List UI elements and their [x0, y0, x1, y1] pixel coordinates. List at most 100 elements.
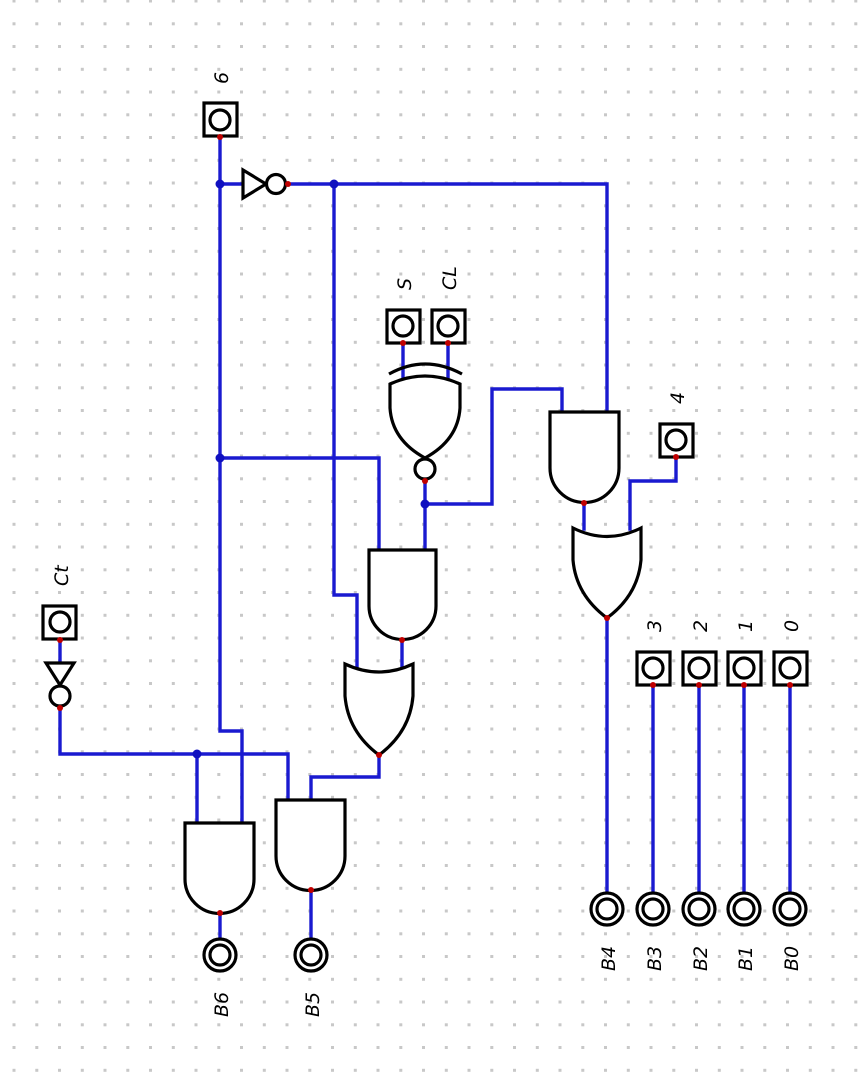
grid-dot [672, 886, 676, 890]
grid-dot [808, 477, 812, 481]
input-pin-4[interactable]: 4 [658, 392, 695, 459]
grid-dot [717, 750, 721, 754]
input-pin-0[interactable]: 0 [772, 620, 809, 687]
grid-dot [58, 363, 61, 367]
or-gate-middle[interactable] [343, 661, 415, 757]
grid-dot [194, 272, 198, 276]
grid-dot [513, 773, 516, 776]
and-gate-middle[interactable] [367, 548, 438, 642]
xnor-gate[interactable] [388, 362, 463, 481]
and-gate-top-right[interactable] [548, 410, 621, 505]
grid-dot [854, 22, 858, 26]
grid-dot [763, 636, 767, 640]
grid-dot [353, 955, 357, 958]
wire-pin6-to-and-mid[interactable] [218, 456, 381, 552]
input-pin-2[interactable]: 2 [681, 620, 718, 687]
output-pin-b2[interactable]: B2 [681, 891, 717, 971]
grid-dot [80, 90, 84, 94]
grid-dot [80, 45, 84, 48]
input-pin-1[interactable]: 1 [726, 620, 763, 687]
grid-dot [353, 977, 357, 981]
grid-dot [695, 318, 698, 321]
output-pin-b4[interactable]: B4 [589, 891, 625, 971]
grid-dot [308, 1000, 312, 1004]
output-pin-b0[interactable]: B0 [772, 891, 808, 971]
pin-label: B2 [690, 946, 712, 971]
grid-dot [535, 1046, 539, 1049]
grid-dot [581, 204, 585, 208]
grid-dot [285, 204, 289, 208]
grid-dot [467, 750, 471, 754]
grid-dot [808, 431, 812, 435]
input-pin-s[interactable]: S [385, 278, 422, 345]
wire-not6-to-or-mid[interactable] [332, 182, 359, 668]
input-pin-ct[interactable]: Ct [41, 564, 78, 641]
grid-dot [12, 841, 16, 845]
grid-dot [12, 886, 16, 890]
grid-dot [717, 409, 721, 412]
grid-dot [126, 363, 130, 367]
grid-dot [285, 886, 289, 890]
output-pin-b1[interactable]: B1 [726, 891, 762, 971]
grid-dot [467, 636, 471, 640]
grid-dot [672, 295, 676, 299]
grid-dot [808, 773, 812, 776]
grid-dot [444, 864, 448, 867]
grid-dot [695, 409, 698, 412]
grid-dot [12, 431, 16, 435]
grid-dot [35, 90, 39, 94]
grid-dot [513, 522, 516, 526]
grid-dot [149, 773, 152, 776]
grid-dot [126, 545, 130, 549]
output-pin-b3[interactable]: B3 [635, 891, 671, 971]
grid-dot [695, 773, 698, 776]
grid-dot [399, 545, 403, 549]
or-gate-right[interactable] [571, 525, 643, 620]
endpoint [422, 478, 428, 484]
grid-dot [558, 909, 562, 913]
grid-dot [695, 249, 698, 253]
grid-dot [808, 1023, 812, 1027]
and-gate-b6[interactable] [183, 821, 256, 916]
not-gate-ct[interactable] [43, 661, 77, 708]
input-pin-cl[interactable]: CL [430, 266, 467, 345]
grid-dot [467, 386, 471, 390]
endpoint [787, 682, 793, 688]
wire-not6-out[interactable] [286, 182, 609, 414]
grid-dot [672, 704, 676, 708]
grid-dot [513, 818, 516, 822]
grid-dot [12, 682, 16, 685]
wire-pin4-to-or-right[interactable] [628, 455, 678, 531]
not-gate-6[interactable] [241, 167, 288, 201]
wire-pin6-trunk[interactable] [218, 135, 244, 825]
grid-dot [399, 249, 403, 253]
grid-dot [672, 500, 676, 503]
wire-xnor-to-and-top[interactable] [423, 387, 564, 506]
grid-dot [854, 0, 858, 3]
input-pin-3[interactable]: 3 [635, 620, 672, 687]
grid-dot [35, 454, 39, 458]
grid-dot [126, 22, 130, 26]
grid-dot [444, 500, 448, 503]
output-pin-b6[interactable]: B6 [202, 937, 238, 1017]
wire-or-mid-to-and-b5[interactable] [309, 753, 381, 802]
input-pin-6[interactable]: 6 [202, 72, 239, 138]
grid-dot [626, 431, 630, 435]
output-pin-b5[interactable]: B5 [293, 937, 329, 1017]
wire-not-ct-out[interactable] [58, 706, 290, 802]
grid-dot [558, 886, 562, 890]
grid-dot [444, 773, 448, 776]
grid-dot [581, 90, 585, 94]
grid-dot [353, 431, 357, 435]
grid-dot [649, 795, 653, 799]
grid-dot [353, 932, 357, 936]
grid-dot [80, 204, 84, 208]
grid-dot [808, 1068, 812, 1072]
pin-label: B4 [598, 946, 620, 971]
grid-dot [126, 227, 130, 230]
grid-dot [558, 136, 562, 139]
and-gate-b5[interactable] [274, 798, 347, 893]
grid-dot [740, 1023, 744, 1027]
grid-dot [740, 90, 744, 94]
